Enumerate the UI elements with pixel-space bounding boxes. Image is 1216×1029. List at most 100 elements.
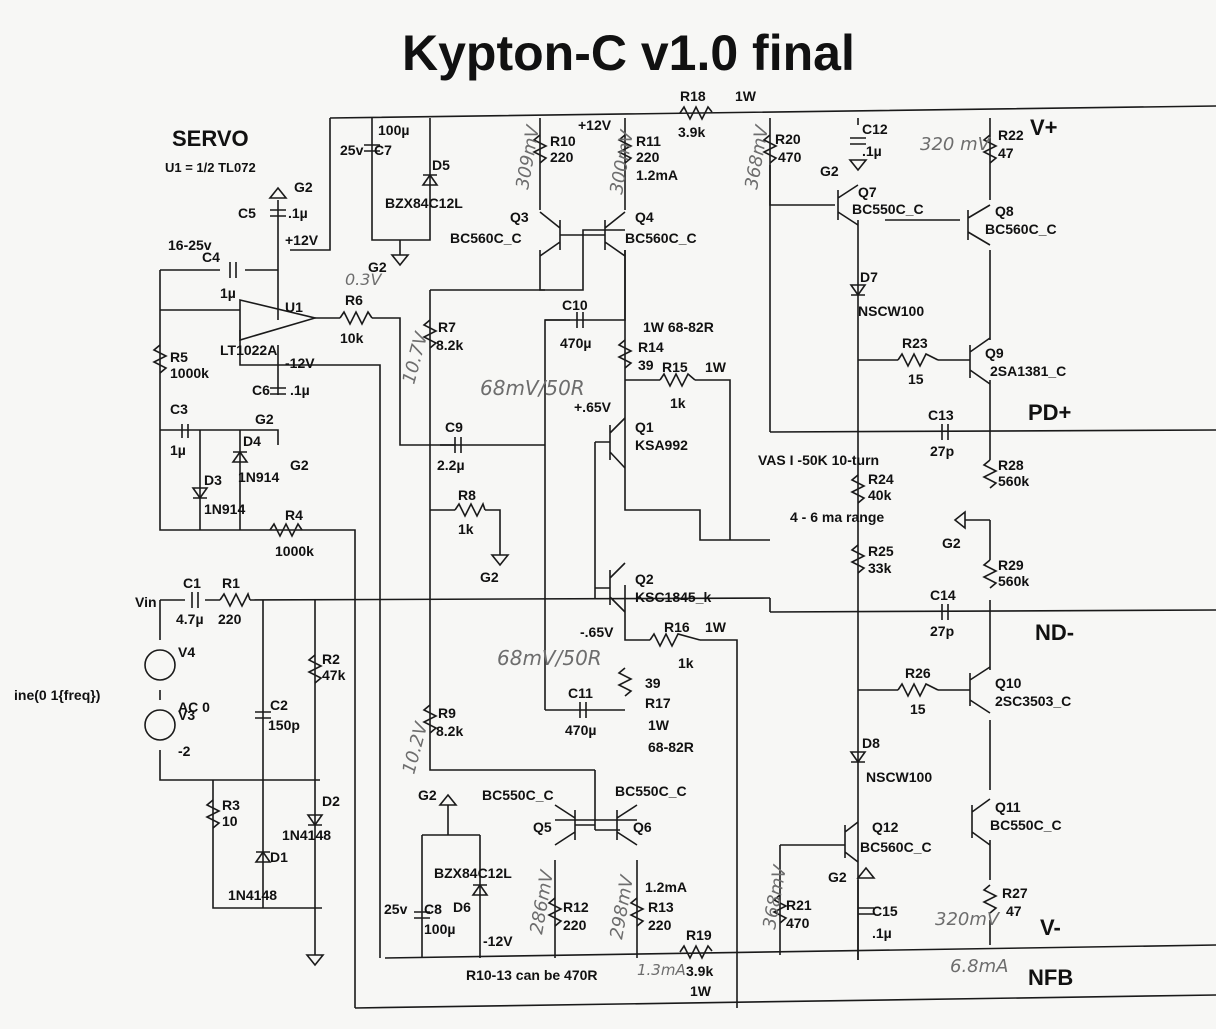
q5-symbol bbox=[554, 804, 595, 846]
g2-lower: G2 bbox=[418, 787, 437, 803]
rail-pdplus: PD+ bbox=[1028, 400, 1071, 425]
r6-value: 10k bbox=[340, 330, 364, 346]
c14-value: 27p bbox=[930, 623, 954, 639]
r16-symbol bbox=[649, 632, 701, 648]
c7-ref: C7 bbox=[374, 142, 392, 158]
offset-label: -2 bbox=[178, 743, 191, 759]
r18-symbol bbox=[679, 105, 713, 121]
r19-value: 3.9k bbox=[686, 963, 713, 979]
ac-label: AC 0 bbox=[178, 699, 210, 715]
g2-c5: G2 bbox=[294, 179, 313, 195]
d5-value: BZX84C12L bbox=[385, 195, 463, 211]
r24-value: 40k bbox=[868, 487, 892, 503]
c9-symbol bbox=[454, 437, 462, 453]
q2-value: KSC1845_k bbox=[635, 589, 711, 605]
vas-note: VAS I -50K 10-turn bbox=[758, 452, 879, 468]
q5-ref: Q5 bbox=[533, 819, 552, 835]
note-102v: 10.2V bbox=[399, 719, 433, 777]
r10-symbol bbox=[532, 134, 548, 164]
q3-symbol bbox=[539, 211, 583, 257]
q9-ref: Q9 bbox=[985, 345, 1004, 361]
r7-ref: R7 bbox=[438, 319, 456, 335]
c1-value: 4.7µ bbox=[176, 611, 204, 627]
u1-value: LT1022A bbox=[220, 342, 277, 358]
r24-symbol bbox=[850, 474, 866, 504]
d7-value: NSCW100 bbox=[858, 303, 924, 319]
r3-symbol bbox=[205, 799, 221, 829]
d6-value: BZX84C12L bbox=[434, 865, 512, 881]
source-v4-symbol bbox=[144, 649, 176, 681]
c2-value: 150p bbox=[268, 717, 300, 733]
note-286mv: 286mV bbox=[526, 867, 558, 936]
r17-value: 39 bbox=[645, 675, 661, 691]
r11-value: 220 bbox=[636, 149, 660, 165]
g2-upper: G2 bbox=[368, 259, 387, 275]
note-13ma: 1.3mA bbox=[637, 961, 686, 979]
r22-symbol bbox=[982, 134, 998, 164]
note-320mv-lower: 320mV bbox=[935, 909, 1001, 930]
q4-ref: Q4 bbox=[635, 209, 654, 225]
r5-value: 1000k bbox=[170, 365, 209, 381]
r22-value: 47 bbox=[998, 145, 1014, 161]
m12-lower: -12V bbox=[483, 933, 513, 949]
rail-ndminus: ND- bbox=[1035, 620, 1074, 645]
q6-ref: Q6 bbox=[633, 819, 652, 835]
note-68mv-upper: 68mV/50R bbox=[480, 376, 585, 400]
rail-vplus: V+ bbox=[1030, 115, 1058, 140]
r22-ref: R22 bbox=[998, 127, 1024, 143]
r21-symbol bbox=[772, 894, 788, 924]
q12-ref: Q12 bbox=[872, 819, 899, 835]
c11-symbol bbox=[579, 702, 587, 718]
r2-ref: R2 bbox=[322, 651, 340, 667]
c11-ref: C11 bbox=[568, 685, 593, 701]
c8-symbol bbox=[414, 911, 430, 919]
d7-symbol bbox=[849, 284, 867, 297]
c1-ref: C1 bbox=[183, 575, 201, 591]
q1-symbol bbox=[595, 417, 626, 469]
r8-ref: R8 bbox=[458, 487, 476, 503]
v1625-label: 16-25v bbox=[168, 237, 212, 253]
r18-watt: 1W bbox=[735, 88, 757, 104]
q10-value: 2SC3503_C bbox=[995, 693, 1071, 709]
r19-watt: 1W bbox=[690, 983, 712, 999]
r16-ref: R16 bbox=[664, 619, 690, 635]
r29-symbol bbox=[982, 559, 998, 589]
ma12-lower: 1.2mA bbox=[645, 879, 687, 895]
r1-value: 220 bbox=[218, 611, 242, 627]
q7-ref: Q7 bbox=[858, 184, 877, 200]
d4-value: 1N914 bbox=[238, 469, 279, 485]
r27-value: 47 bbox=[1006, 903, 1022, 919]
c7-symbol bbox=[364, 144, 380, 152]
d8-ref: D8 bbox=[862, 735, 880, 751]
r11-ref: R11 bbox=[636, 133, 661, 149]
r16-watt: 1W bbox=[705, 619, 727, 635]
c12-ref: C12 bbox=[862, 121, 888, 137]
r17-watt: 1W bbox=[648, 717, 670, 733]
r19-ref: R19 bbox=[686, 927, 712, 943]
v25-upper: 25v bbox=[340, 142, 364, 158]
r26-value: 15 bbox=[910, 701, 926, 717]
q8-symbol bbox=[967, 204, 991, 246]
r6-symbol bbox=[339, 310, 373, 326]
r6-ref: R6 bbox=[345, 292, 363, 308]
d4-symbol bbox=[231, 450, 249, 463]
c10-ref: C10 bbox=[562, 297, 588, 313]
r12-symbol bbox=[547, 897, 563, 927]
servo-wires bbox=[159, 200, 545, 1008]
source-v3-symbol bbox=[144, 709, 176, 741]
g2-ground-c5 bbox=[268, 186, 288, 199]
r29-value: 560k bbox=[998, 573, 1029, 589]
q1-value: KSA992 bbox=[635, 437, 688, 453]
r4-value: 1000k bbox=[275, 543, 314, 559]
c3-symbol bbox=[181, 424, 189, 438]
d8-symbol bbox=[849, 751, 867, 764]
r28-value: 560k bbox=[998, 473, 1029, 489]
note-68ma: 6.8mA bbox=[950, 956, 1008, 977]
c5-value: .1µ bbox=[288, 205, 308, 221]
d3-symbol bbox=[191, 487, 209, 500]
q4-value: BC560C_C bbox=[625, 230, 697, 246]
c8-value: 100µ bbox=[424, 921, 455, 937]
q8-ref: Q8 bbox=[995, 203, 1014, 219]
